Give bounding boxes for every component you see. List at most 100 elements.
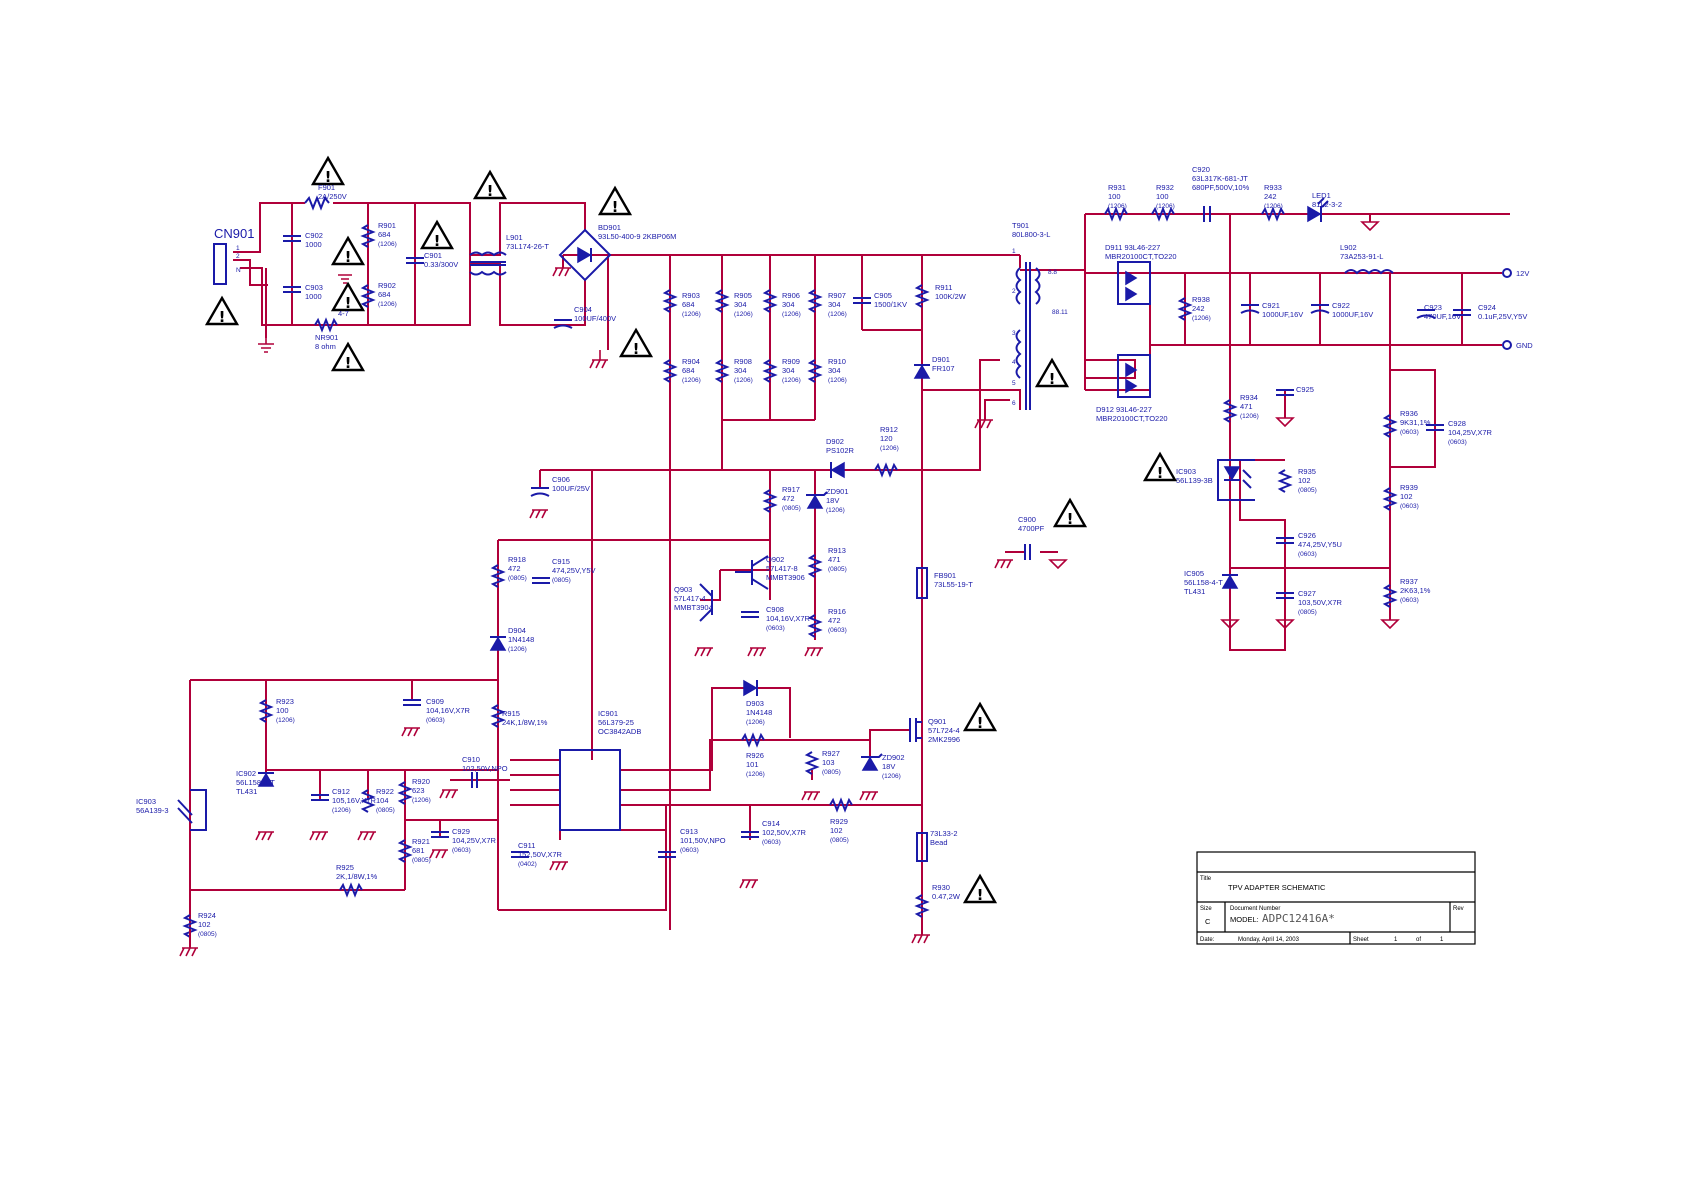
title-block: Title TPV ADAPTER SCHEMATIC Size C Docum… <box>1196 851 1476 945</box>
resistor-r910 <box>807 359 823 383</box>
part-reference: L902 <box>1340 243 1357 252</box>
svg-text:!: ! <box>345 294 352 312</box>
part-value: 101 <box>746 760 759 769</box>
output-terminal-12v <box>1502 268 1512 278</box>
transformer-pin: 3 <box>1012 330 1016 337</box>
title-text: TPV ADAPTER SCHEMATIC <box>1228 883 1326 892</box>
ground-symbol <box>694 647 713 657</box>
part-value: (1206) <box>734 311 753 318</box>
ground-symbol <box>1275 619 1295 630</box>
zener-zd901 <box>806 491 828 509</box>
warning-symbols: ! ! ! ! ! ! ! ! ! ! ! ! ! ! <box>204 155 1178 904</box>
resistor-r934 <box>1222 399 1238 423</box>
part-value: (0805) <box>198 931 217 938</box>
part-value: 100 <box>1108 192 1121 201</box>
diode-d903 <box>743 679 758 697</box>
warning-icon: ! <box>472 169 508 200</box>
mosfet-q901 <box>909 718 922 742</box>
part-value: (1206) <box>1240 413 1259 420</box>
optocoupler-ic903-primary <box>177 789 207 831</box>
warning-icon: ! <box>962 873 998 904</box>
part-value: (1206) <box>746 719 765 726</box>
part-value: 471 <box>1240 402 1253 411</box>
part-reference: 4-7 <box>338 309 349 318</box>
part-reference: C905 <box>874 291 892 300</box>
part-reference: R903 <box>682 291 700 300</box>
part-reference: R936 <box>1400 409 1418 418</box>
part-reference: D911 93L46-227 <box>1105 243 1160 252</box>
ground-symbol <box>357 831 376 841</box>
part-value: 103,50V,X7R <box>1298 598 1343 607</box>
part-reference: D904 <box>508 626 526 635</box>
capacitor-c905 <box>853 297 871 304</box>
part-value: (1206) <box>682 311 701 318</box>
capacitor-c902 <box>283 235 301 242</box>
part-reference: R917 <box>782 485 800 494</box>
part-reference: D903 <box>746 699 764 708</box>
resistor-r931 <box>1104 206 1128 222</box>
part-value: MBR20100CT,TO220 <box>1105 252 1177 261</box>
part-value: (0805) <box>376 807 395 814</box>
part-value: 56L139-3B <box>1176 476 1213 485</box>
ground-symbol <box>911 920 930 944</box>
part-value: 684 <box>682 366 695 375</box>
part-value: 474,25V,Y5U <box>1298 540 1342 549</box>
part-reference: F901 <box>318 183 335 192</box>
part-value: (0805) <box>508 575 527 582</box>
part-value: 81L2-3-2 <box>1312 200 1342 209</box>
part-designator: C925 <box>1296 385 1314 394</box>
resistor-r908 <box>714 359 730 383</box>
resistor-r932 <box>1151 206 1175 222</box>
wires <box>189 202 1510 930</box>
ground-symbol <box>255 831 274 841</box>
part-reference: C922 <box>1332 301 1350 310</box>
warning-icon: ! <box>618 327 654 358</box>
capacitor-c929 <box>431 831 449 838</box>
part-value: (1206) <box>682 377 701 384</box>
svg-text:!: ! <box>345 248 352 266</box>
part-designator: 4-7 <box>338 309 349 318</box>
part-value: TL431 <box>236 787 257 796</box>
part-reference: C920 <box>1192 165 1210 174</box>
resistor-r909 <box>762 359 778 383</box>
resistor-r939 <box>1382 487 1398 511</box>
ground-symbol <box>1275 400 1295 428</box>
part-value: (1206) <box>276 717 295 724</box>
warning-icon: ! <box>1142 451 1178 482</box>
resistor-r907 <box>807 289 823 313</box>
part-value: (0603) <box>1400 429 1419 436</box>
part-value: 2MK2996 <box>928 735 960 744</box>
ground-symbol <box>589 350 608 369</box>
part-reference: C912 <box>332 787 350 796</box>
capacitor-c927 <box>1276 592 1294 599</box>
part-value: 1500/1KV <box>874 300 907 309</box>
diode-d904 <box>489 636 507 651</box>
warning-icon: ! <box>419 219 455 250</box>
capacitor-c911 <box>511 851 529 858</box>
of-caption: of <box>1416 937 1421 943</box>
part-reference: R933 <box>1264 183 1282 192</box>
capacitor-c923 <box>1416 309 1436 319</box>
part-reference: C903 <box>305 283 323 292</box>
resistor-r912 <box>874 462 898 478</box>
part-reference: R939 <box>1400 483 1418 492</box>
bridge-rectifier-bd901 <box>558 228 612 282</box>
part-reference: R916 <box>828 607 846 616</box>
part-value: 474,25V,Y5V <box>552 566 596 575</box>
part-value: 304 <box>828 300 841 309</box>
part-value: (1206) <box>782 311 801 318</box>
part-value: (1206) <box>412 797 431 804</box>
